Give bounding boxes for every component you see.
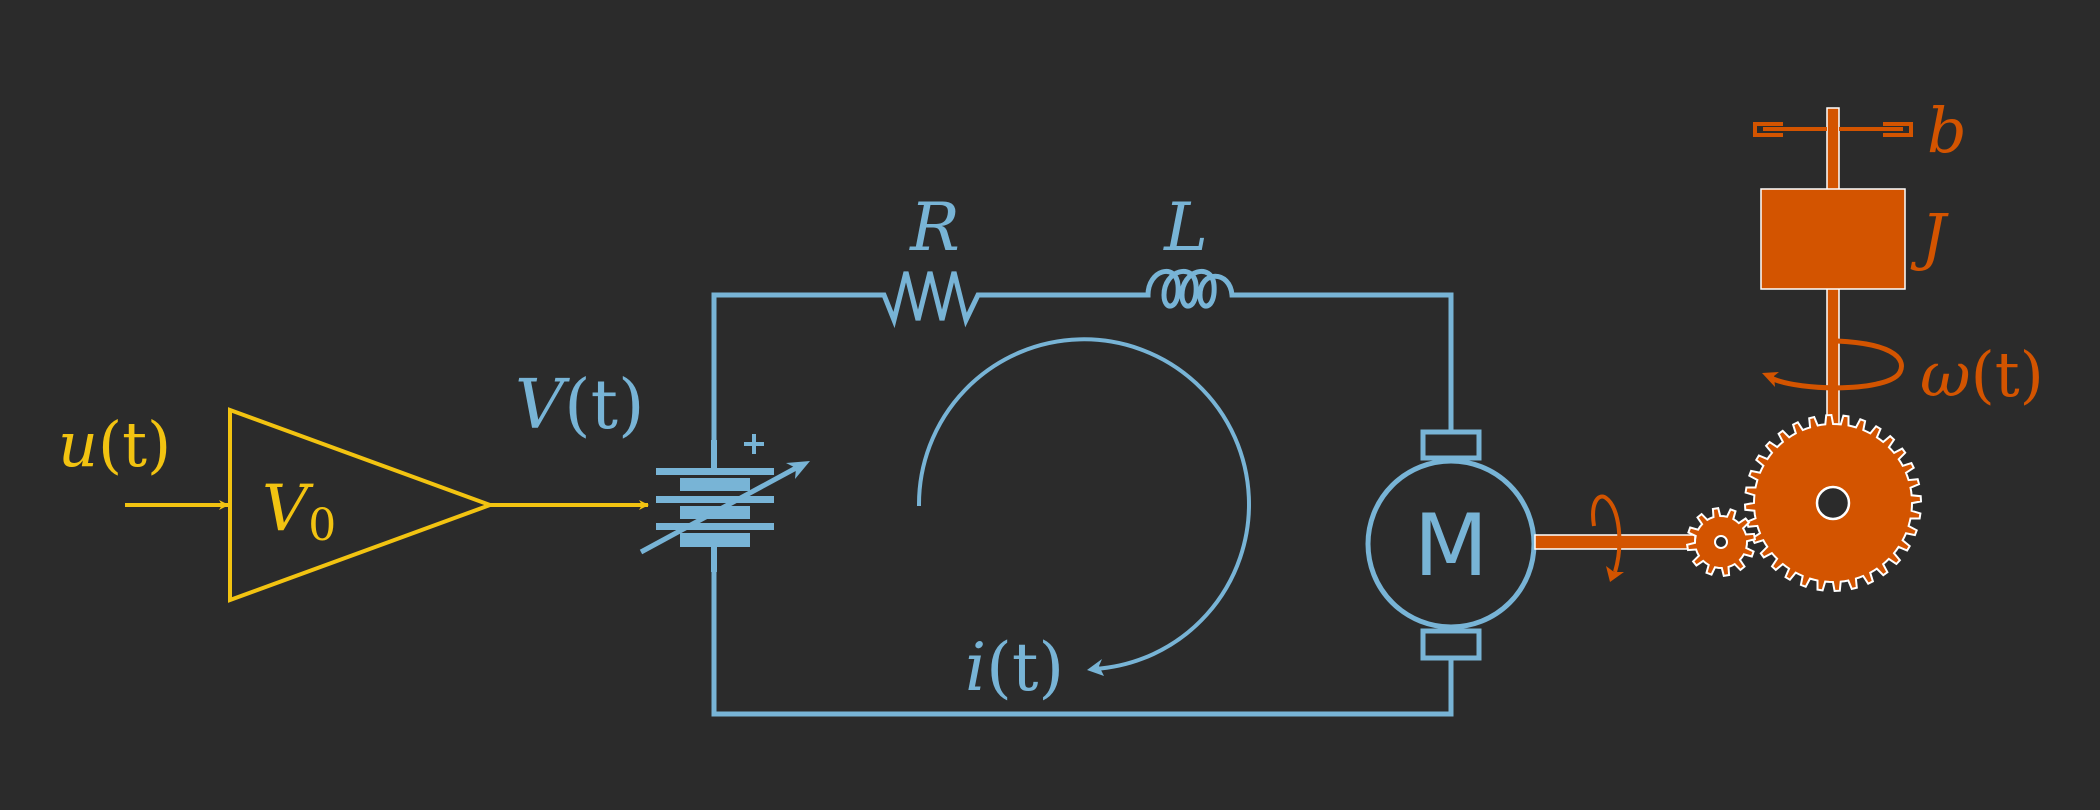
motor-rotation-arrow (1591, 494, 1622, 573)
motor-brush-top (1420, 429, 1482, 461)
voltage-label: V(t) (515, 366, 645, 445)
wire-left-top (711, 292, 863, 471)
dc-motor (1365, 429, 1537, 661)
signal-chain: u(t) V0 (58, 407, 649, 603)
variable-battery (656, 434, 774, 572)
pinion-gear-hole (1714, 535, 1728, 549)
input-label: u(t) (58, 408, 171, 481)
angular-velocity-label: ω(t) (1920, 338, 2044, 411)
motor-body (1365, 458, 1537, 630)
wire-left-bottom (711, 545, 1454, 717)
omega-rotation-arrow (1769, 338, 1904, 391)
rotational-damper (1753, 122, 1913, 137)
output-gear-hole (1815, 485, 1851, 521)
inertia-mass (1760, 188, 1906, 290)
resistor-zigzag (860, 271, 1004, 329)
current-arrow-head (1087, 659, 1104, 676)
omega-arrow-head (1762, 372, 1779, 387)
mechanical-system (1534, 107, 1923, 593)
damper-label: b (1927, 94, 1967, 167)
electrical-circuit (639, 268, 1537, 717)
variable-arrow-head (786, 461, 810, 479)
motor-rotation-arrow-head (1606, 566, 1624, 582)
inertia-label: J (1910, 200, 1949, 273)
variable-arrow-shaft (639, 465, 798, 555)
amplifier-triangle (228, 407, 496, 603)
inductor-label: L (1163, 189, 1208, 266)
motor-label: M (1414, 496, 1488, 596)
inductor-coil (1135, 268, 1258, 309)
resistor-label: R (909, 189, 960, 266)
motor-shaft (1534, 534, 1696, 550)
wire-right-top (1255, 292, 1454, 435)
current-label: i(t) (965, 629, 1064, 706)
amplifier-label: V0 (262, 472, 336, 551)
current-loop-arrow (916, 337, 1251, 671)
motor-brush-bottom (1420, 628, 1482, 661)
